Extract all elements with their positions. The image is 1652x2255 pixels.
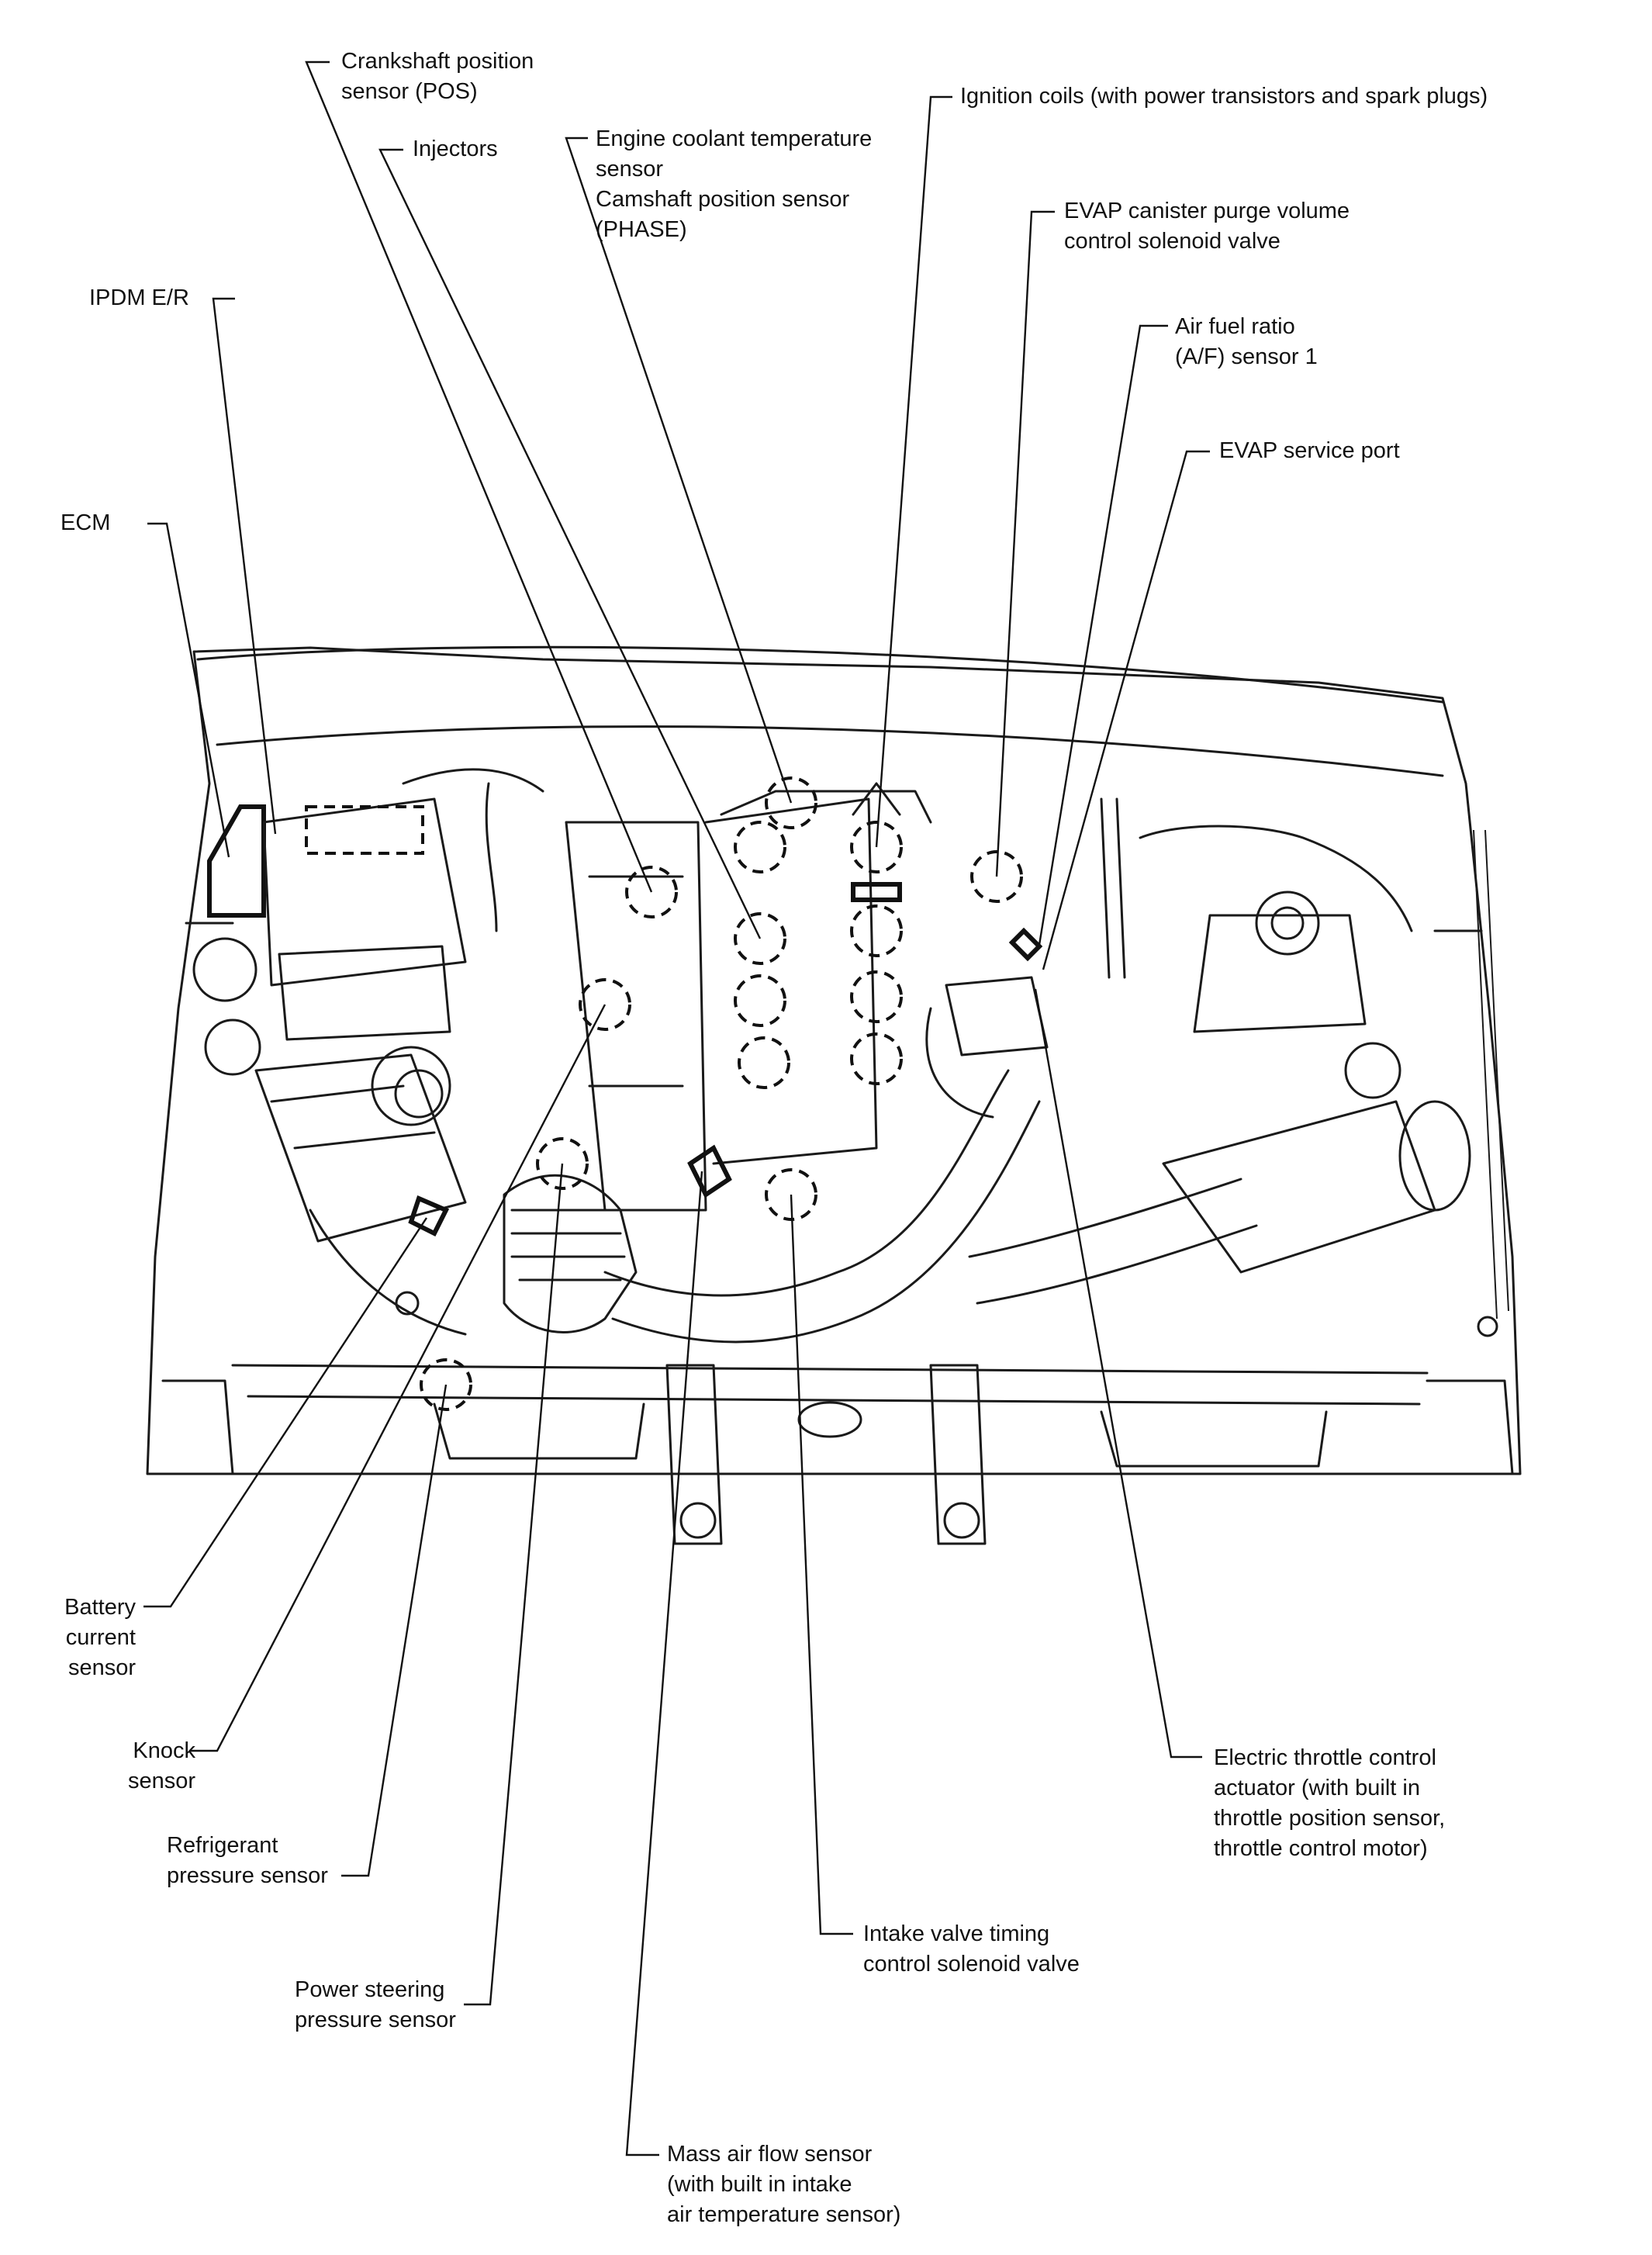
label-line: sensor xyxy=(127,1769,195,1793)
label-line: sensor xyxy=(67,1655,136,1680)
ring-injector-1 xyxy=(734,912,786,965)
label-knock-sensor: Knock sensor xyxy=(128,1736,195,1797)
label-line: Knock xyxy=(133,1738,195,1763)
label-line: Mass air flow sensor xyxy=(667,2142,873,2167)
ring-ignition-3 xyxy=(850,970,903,1023)
label-evap-purge-valve: EVAP canister purge volume control solen… xyxy=(1064,196,1350,257)
label-battery-current-sensor: Battery current sensor xyxy=(64,1593,136,1683)
label-ipdm: IPDM E/R xyxy=(89,283,189,313)
ring-injector-3 xyxy=(738,1036,790,1089)
label-line: Engine coolant temperature xyxy=(596,126,873,151)
label-ect-camshaft-sensor: Engine coolant temperature sensor Camsha… xyxy=(596,124,872,245)
label-injectors: Injectors xyxy=(413,134,498,164)
sensor-rings xyxy=(420,776,1023,1411)
label-line: Refrigerant xyxy=(167,1833,278,1858)
label-crankshaft-position-sensor: Crankshaft position sensor (POS) xyxy=(341,47,534,107)
label-line: ECM xyxy=(60,510,111,535)
ring-refrigerant xyxy=(420,1358,472,1411)
ring-ignition-2 xyxy=(850,904,903,957)
label-power-steering-sensor: Power steering pressure sensor xyxy=(295,1975,456,2035)
label-evap-service-port: EVAP service port xyxy=(1219,436,1400,466)
label-line: Ignition coils (with power transistors a… xyxy=(960,84,1488,109)
label-line: Power steering xyxy=(295,1977,445,2002)
label-line: (with built in intake xyxy=(667,2172,852,2197)
label-throttle-actuator: Electric throttle control actuator (with… xyxy=(1214,1743,1445,1864)
label-line: pressure sensor xyxy=(167,1863,328,1888)
label-intake-valve-timing: Intake valve timing control solenoid val… xyxy=(863,1919,1080,1980)
ring-ect xyxy=(765,776,817,829)
engine-bay-drawing xyxy=(146,645,1522,1545)
label-line: control solenoid valve xyxy=(1064,229,1280,254)
label-line: air temperature sensor) xyxy=(667,2202,901,2227)
label-line: sensor (POS) xyxy=(341,79,478,104)
leader-lines xyxy=(143,61,1210,2156)
ring-maf xyxy=(536,1137,589,1190)
label-line: Air fuel ratio xyxy=(1175,314,1295,339)
label-refrigerant-pressure-sensor: Refrigerant pressure sensor xyxy=(167,1831,328,1891)
label-af-sensor: Air fuel ratio (A/F) sensor 1 xyxy=(1175,312,1318,372)
ring-injector-2 xyxy=(734,974,786,1027)
label-ignition-coils: Ignition coils (with power transistors a… xyxy=(960,81,1488,112)
ring-ivt xyxy=(765,1168,817,1221)
ring-evap-purge xyxy=(970,850,1023,903)
label-ecm: ECM xyxy=(60,508,110,538)
label-line: throttle control motor) xyxy=(1214,1836,1428,1861)
label-line: control solenoid valve xyxy=(863,1952,1080,1977)
label-line: actuator (with built in xyxy=(1214,1776,1420,1800)
label-line: Crankshaft position xyxy=(341,49,534,74)
label-line: (A/F) sensor 1 xyxy=(1175,344,1318,369)
label-line: sensor xyxy=(596,157,664,182)
label-line: Injectors xyxy=(413,137,498,161)
ring-camshaft xyxy=(734,821,786,873)
label-line: Intake valve timing xyxy=(863,1921,1050,1946)
label-line: (PHASE) xyxy=(596,217,687,242)
label-line: current xyxy=(65,1625,136,1650)
label-line: IPDM E/R xyxy=(89,285,189,310)
ring-crankshaft xyxy=(625,866,678,918)
label-line: Camshaft position sensor xyxy=(596,187,850,212)
label-line: Battery xyxy=(64,1595,136,1620)
ring-ignition-4 xyxy=(850,1032,903,1085)
label-line: EVAP canister purge volume xyxy=(1064,199,1350,223)
ring-ignition-1 xyxy=(850,821,903,873)
label-line: pressure sensor xyxy=(295,2008,456,2032)
label-line: throttle position sensor, xyxy=(1214,1806,1446,1831)
label-line: EVAP service port xyxy=(1219,438,1400,463)
label-mass-air-flow-sensor: Mass air flow sensor (with built in inta… xyxy=(667,2139,900,2230)
ring-knock xyxy=(579,978,631,1031)
label-line: Electric throttle control xyxy=(1214,1745,1436,1770)
